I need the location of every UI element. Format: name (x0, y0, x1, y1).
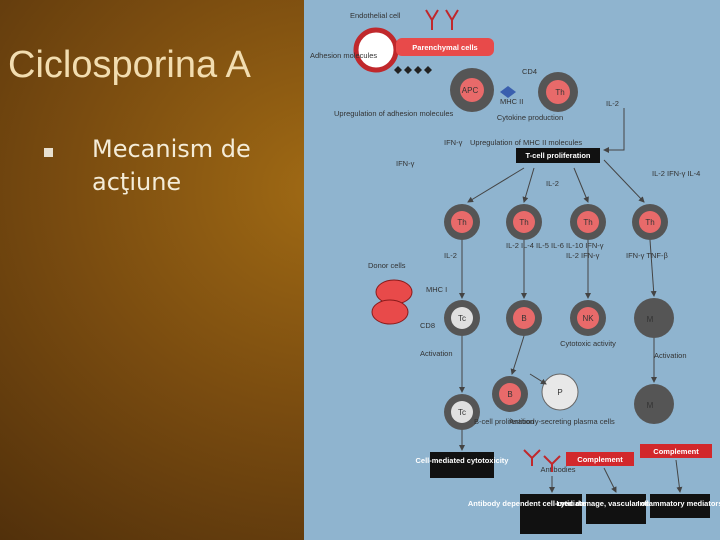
inflammatory-label: Inflammatory mediators (637, 499, 720, 508)
upregulation-mhc-label: Upregulation of MHC II molecules (470, 138, 582, 147)
antibody-plasma-label: Antibody-secreting plasma cells (509, 417, 615, 426)
bullet-text: Mecanism de acţiune (92, 133, 292, 199)
th-label-top: Th (555, 88, 564, 97)
th-label-2: Th (519, 218, 528, 227)
il2-mid-label: IL-2 (546, 179, 559, 188)
tc-label-bottom: Tc (458, 408, 466, 417)
endothelial-cell (356, 30, 396, 70)
il2-ifn-label: IL-2 IFN-γ (566, 251, 600, 260)
apc-label: APC (462, 86, 479, 95)
p-label: P (557, 388, 562, 397)
ifn-gamma-label-1: IFN-γ (444, 138, 463, 147)
activation-left-label: Activation (420, 349, 453, 358)
donor-cell-2 (372, 300, 408, 324)
th-label-1: Th (457, 218, 466, 227)
cytokine-production-label: Cytokine production (497, 113, 563, 122)
th-label-3: Th (583, 218, 592, 227)
nk-label: NK (582, 314, 594, 323)
tc-label-top: Tc (458, 314, 466, 323)
cell-mediated-label: Cell-mediated cytotoxicity (416, 456, 510, 465)
activation-right-label: Activation (654, 351, 687, 360)
m-label-top: M (647, 315, 654, 324)
cd4-label: CD4 (522, 67, 537, 76)
mhc1-label: MHC I (426, 285, 447, 294)
b-label-top: B (521, 314, 526, 323)
upregulation-adhesion-label: Upregulation of adhesion molecules (334, 109, 453, 118)
mhc2-label: MHC II (500, 97, 523, 106)
slide-title: Ciclosporina A (8, 44, 251, 87)
donor-cells-label: Donor cells (368, 261, 406, 270)
complement-left-label: Complement (577, 455, 623, 464)
parenchymal-label: Parenchymal cells (412, 43, 477, 52)
m-label-bottom: M (647, 401, 654, 410)
ifn-gamma-label-2: IFN-γ (396, 159, 415, 168)
tcell-proliferation-label: T-cell proliferation (525, 151, 590, 160)
th-label-4: Th (645, 218, 654, 227)
macrophage-top (634, 298, 674, 338)
macrophage-bottom (634, 384, 674, 424)
il2-ifn-il4-label: IL-2 IFN-γ IL-4 (652, 169, 700, 178)
adhesion-label: Adhesion molecules (310, 51, 377, 60)
complement-right-label: Complement (653, 447, 699, 456)
immune-response-diagram: Endothelial cell Adhesion molecules Pare… (304, 0, 720, 540)
ifn-tnf-label: IFN-γ TNF-β (626, 251, 668, 260)
cd8-label: CD8 (420, 321, 435, 330)
cytokine-list-label: IL-2 IL-4 IL-5 IL-6 IL-10 IFN-γ (506, 241, 604, 250)
endothelial-label: Endothelial cell (350, 11, 401, 20)
antibodies-label: Antibodies (540, 465, 575, 474)
bullet-marker (44, 148, 53, 157)
diagram-background (304, 0, 720, 540)
il2-top-label: IL-2 (606, 99, 619, 108)
b-label-bottom: B (507, 390, 512, 399)
il2-left-label: IL-2 (444, 251, 457, 260)
cytotoxic-activity-label: Cytotoxic activity (560, 339, 616, 348)
